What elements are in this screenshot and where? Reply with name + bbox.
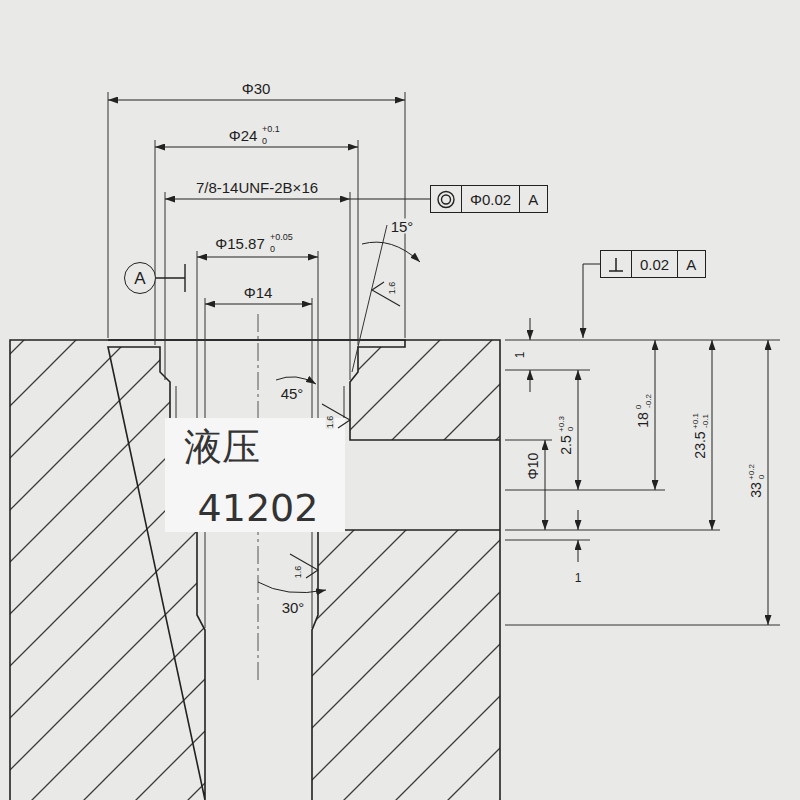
- angle-line: [352, 225, 387, 372]
- symbol-cell: [601, 251, 631, 277]
- leader-line: [350, 199, 430, 200]
- symbol-ring: [442, 195, 451, 204]
- dimension-text: 1: [574, 572, 583, 584]
- leader-line: [583, 264, 600, 338]
- tolerance-value: 0: [261, 137, 268, 146]
- extension-line: [505, 340, 780, 625]
- perpendicularity-symbol: [601, 252, 631, 277]
- watermark: 液压: [183, 428, 261, 466]
- dimension-line: [205, 304, 312, 305]
- dimension-line: [578, 510, 579, 530]
- tolerance-value: -0.1: [702, 413, 710, 429]
- tolerance-value: 1.6: [294, 565, 303, 580]
- dimension-line: [768, 340, 769, 625]
- tolerance-value: 1.6: [326, 415, 335, 430]
- dimension-text: Φ30: [241, 81, 272, 96]
- dimension-line: [712, 340, 713, 530]
- tolerance-value: 0: [269, 245, 276, 254]
- concentricity-symbol: [431, 187, 461, 212]
- dimension-text: 2.5: [559, 434, 573, 455]
- dimension-line: [530, 370, 531, 392]
- tolerance-value: Φ0.02: [461, 186, 519, 212]
- dimension-line: [578, 370, 579, 490]
- angle-arc: [362, 242, 420, 262]
- dimension-text: 15°: [390, 219, 415, 234]
- dimension-text: 33: [749, 481, 763, 499]
- dimension-text: Φ24: [228, 128, 259, 143]
- symbol-stroke: [609, 258, 623, 271]
- watermark: 41202: [197, 489, 320, 527]
- tolerance-value: +0.1: [261, 125, 281, 134]
- dimension-line: [197, 257, 318, 258]
- dimension-line: [655, 340, 656, 490]
- datum-letter: A: [134, 270, 145, 287]
- tolerance-value: +0.1: [692, 412, 700, 430]
- dimension-text: 23.5: [693, 430, 707, 459]
- tolerance-value: +0.3: [558, 415, 566, 433]
- tolerance-frame: 0.02A: [600, 250, 706, 278]
- dimension-text: 30°: [281, 600, 306, 615]
- dimension-line: [165, 199, 350, 200]
- dimension-text: 1: [514, 351, 526, 360]
- tolerance-value: 1.6: [388, 281, 397, 296]
- datum-leader: [156, 264, 185, 292]
- dimension-line: [578, 540, 579, 562]
- tolerance-value: 0: [635, 404, 643, 410]
- angle-arc: [258, 582, 326, 593]
- tolerance-value: +0.2: [748, 463, 756, 481]
- dimension-text: Φ14: [243, 285, 274, 300]
- dimension-text: 7/8-14UNF-2B×16: [195, 180, 319, 195]
- dimension-line: [545, 440, 546, 530]
- tolerance-value: 0: [758, 474, 766, 480]
- datum-label: A: [124, 262, 156, 294]
- tolerance-value: +0.05: [269, 233, 294, 242]
- datum-reference: A: [677, 251, 704, 277]
- section-hatching: [10, 340, 500, 800]
- tolerance-value: 0.02: [631, 251, 677, 277]
- dimension-line: [530, 318, 531, 340]
- tolerance-value: -0.2: [645, 393, 653, 409]
- dimension-line: [155, 147, 358, 148]
- body-outline: [10, 340, 500, 800]
- extension-line: [108, 92, 405, 628]
- cavity-outline: [108, 340, 500, 800]
- dimension-text: Φ10: [526, 452, 540, 481]
- symbol-ring: [438, 191, 454, 207]
- dimension-text: 45°: [280, 386, 305, 401]
- dimension-line: [108, 100, 405, 101]
- watermark-patch: [165, 418, 345, 532]
- tolerance-value: 0: [567, 426, 575, 432]
- angle-arc: [276, 377, 316, 384]
- symbol-cell: [431, 186, 461, 212]
- dimension-text: 18: [636, 411, 650, 429]
- datum-reference: A: [519, 186, 546, 212]
- tolerance-frame: Φ0.02A: [430, 185, 548, 213]
- dimension-text: Φ15.87: [214, 236, 266, 251]
